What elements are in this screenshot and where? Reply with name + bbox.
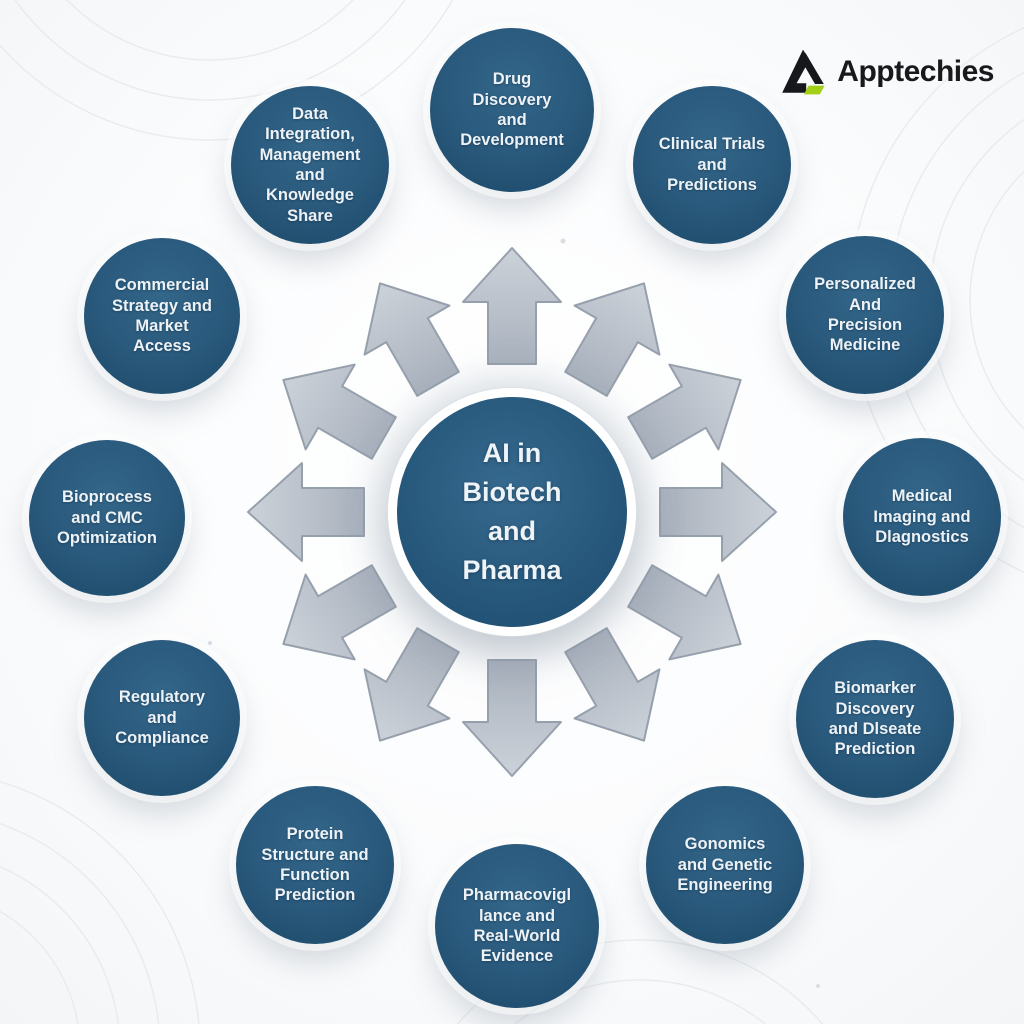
node-label-line: Development (460, 131, 564, 150)
node-label-line: Medicine (829, 336, 901, 355)
brand-name: Apptechies (837, 55, 994, 88)
node-label-line: and Genetic (677, 855, 773, 874)
node-label-line: Market (135, 317, 189, 335)
node-label-line: and (295, 166, 325, 184)
node-label-line: lance and (478, 906, 556, 925)
node-label-line: Data (292, 104, 328, 123)
node-label-line: Management (259, 145, 361, 164)
node-label-line: Real-World (473, 927, 561, 945)
node-label-line: Drug (492, 70, 532, 89)
brand-logo: Apptechies (779, 48, 994, 96)
node-label-line: Strategy and (112, 296, 212, 315)
node-label-line: and (147, 708, 177, 727)
node-label-line: and CMC (71, 508, 143, 527)
node-label-line: Evidence (480, 947, 554, 966)
node-label-line: Gonomics (684, 835, 766, 854)
apptechies-logo-icon (782, 49, 825, 95)
node-label-line: Imaging and (873, 507, 971, 526)
node-label-line: And (848, 295, 882, 314)
node-label-line: Medical (891, 487, 953, 506)
node-label-line: Knowledge (265, 186, 354, 205)
node-label-line: Share (287, 206, 333, 225)
node-label-line: Regulatory (118, 688, 206, 707)
node-label-line: Pharmacovigl (462, 886, 572, 905)
node-label-line: Discovery (472, 90, 552, 109)
node-label-line: Integration, (265, 125, 355, 144)
center-label-line: Pharma (462, 555, 562, 586)
node-label-line: Structure and (261, 845, 369, 864)
node-label-line: Compliance (115, 729, 209, 748)
node-label-line: Optimization (57, 529, 157, 548)
node-label-line: Access (133, 337, 191, 356)
node-label-line: Prediction (834, 740, 916, 759)
node-label-line: and (697, 155, 727, 174)
node-label-line: Engineering (677, 876, 773, 895)
node-label-line: Biomarker (834, 679, 916, 698)
center-label-line: AI in (482, 437, 542, 468)
center-node: AI in Biotech and Pharma (388, 388, 636, 636)
node-label-line: Precision (827, 316, 903, 334)
node-label-line: and Dlseate (828, 720, 922, 738)
node-label-line: Bioprocess (62, 488, 152, 507)
node-label-line: Commercial (114, 276, 210, 295)
node-label-line: Predictions (667, 176, 757, 195)
center-label-line: and (487, 516, 536, 546)
node-label-line: Personalized (814, 275, 916, 294)
node-label-line: Prediction (274, 886, 356, 905)
node-label-line: Discovery (835, 699, 915, 718)
node-label-line: Clinical Trials (658, 135, 766, 154)
center-label-line: Biotech (462, 476, 562, 507)
node-label-line: Dlagnostics (875, 528, 969, 547)
node-label-line: and (497, 111, 527, 129)
node-label-line: Function (280, 866, 350, 884)
node-label-line: Protein (286, 825, 344, 844)
